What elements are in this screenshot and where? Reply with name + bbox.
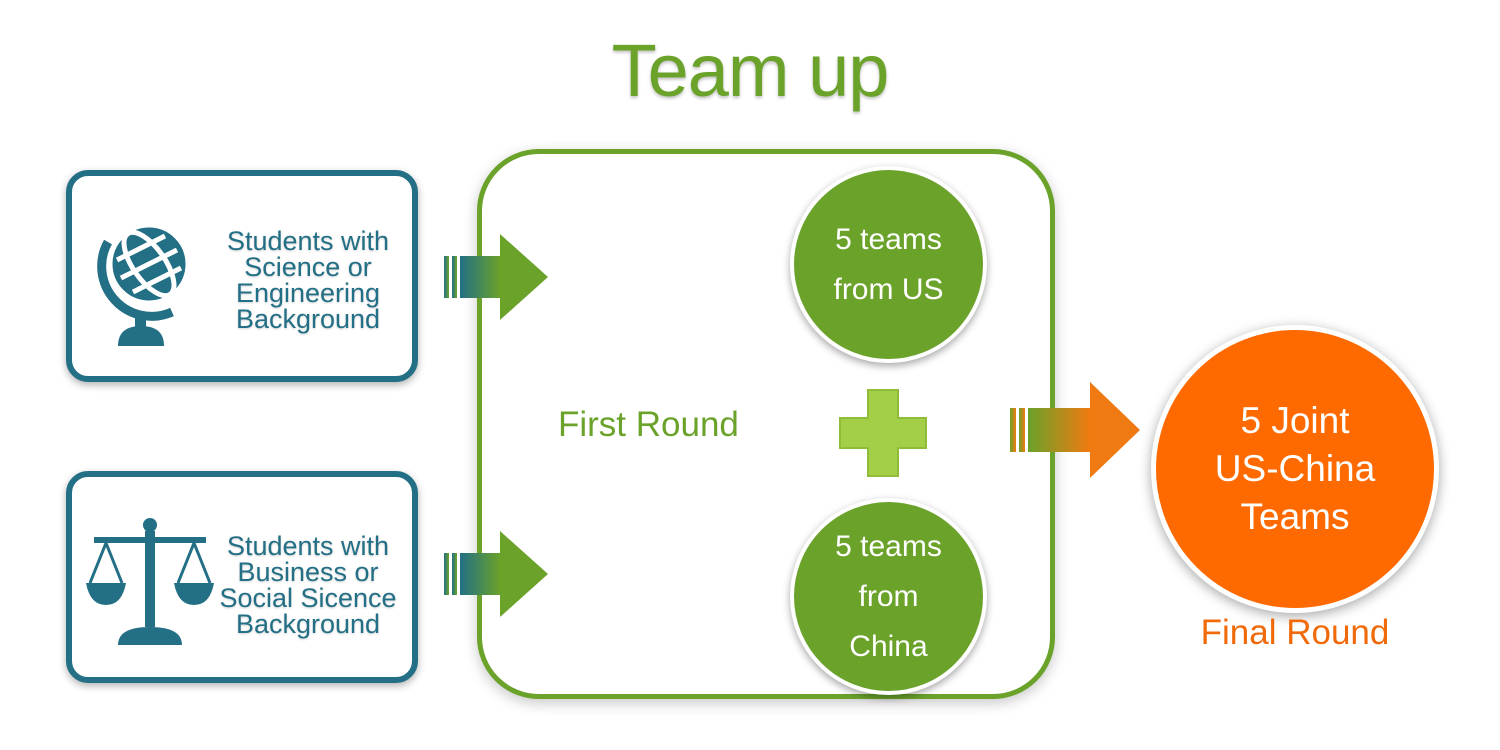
science-engineering-card: Students with Science or Engineering Bac… xyxy=(66,170,418,382)
diagram-title: Team up xyxy=(611,29,890,112)
final-round-label: Final Round xyxy=(1200,613,1390,652)
scales-icon xyxy=(86,518,214,645)
arrow-to-final-round xyxy=(1010,382,1140,478)
us-teams-circle: 5 teams from US xyxy=(790,166,987,363)
globe-icon xyxy=(97,224,189,346)
arrow-science-to-first-round xyxy=(444,234,548,320)
science-engineering-label: Students with Science or Engineering Bac… xyxy=(226,226,390,334)
arrow-business-to-first-round xyxy=(444,531,548,617)
business-social-science-label: Students with Business or Social Sicence… xyxy=(219,531,397,639)
joint-teams-circle: 5 Joint US-China Teams xyxy=(1151,325,1439,613)
business-social-science-card: Students with Business or Social Sicence… xyxy=(66,471,418,683)
china-teams-circle: 5 teams from China xyxy=(790,498,987,695)
plus-icon xyxy=(839,389,927,477)
first-round-label: First Round xyxy=(558,405,739,444)
